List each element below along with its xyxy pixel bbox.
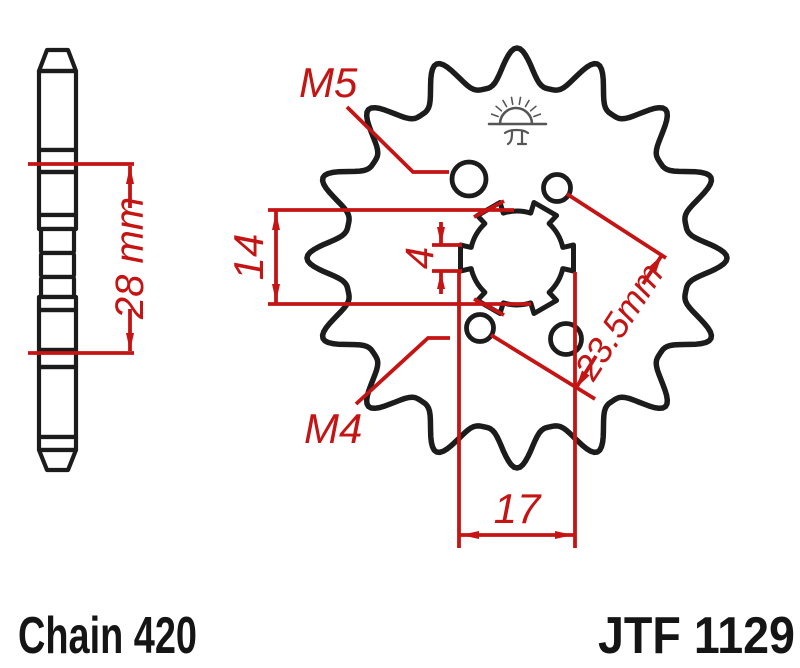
m5-label: M5 [299, 59, 358, 106]
arrowhead-down [437, 227, 445, 244]
hatch-block [36, 169, 79, 218]
arrowhead-down-left [576, 370, 590, 388]
dim-17-label: 17 [494, 485, 542, 532]
gear-teeth-outline [304, 45, 730, 471]
jt-rising-sun-logo-icon [487, 96, 548, 146]
m5-leader-line [345, 105, 449, 174]
part-number-label: JTF 1129 [598, 607, 795, 665]
bolt-hole-m5-top-left [449, 159, 489, 199]
arrowhead-down [272, 284, 280, 302]
side-view-top-cap [36, 47, 79, 74]
logo-sun-rays [490, 96, 542, 118]
bolt-hole-m4-bottom-left [464, 312, 496, 344]
footer: Chain 420 JTF 1129 [18, 607, 795, 665]
side-view-band [36, 147, 79, 175]
hatch-block [36, 307, 79, 353]
dim-17: 17 [457, 272, 577, 548]
dim-28mm: 28 mm [28, 162, 152, 355]
dim-14: 14 [225, 199, 531, 317]
dim-23-5-extension-top [565, 192, 668, 260]
dim-14-notch-tick-bottom [473, 297, 505, 317]
dim-23-5mm: 23.5mm [490, 192, 671, 401]
logo-jt-mark [503, 128, 530, 146]
arrowhead-up [126, 166, 134, 184]
front-view [304, 45, 730, 471]
bolt-hole-m4-top-right [541, 172, 573, 204]
dim-14-notch-tick-top [473, 199, 505, 219]
bolt-hole-m5-bottom-right [548, 321, 584, 357]
side-section-view [36, 47, 79, 473]
hatch-block [36, 364, 79, 440]
side-view-bottom-cap [36, 447, 79, 473]
chain-size-label: Chain 420 [18, 607, 197, 665]
dim-4-label: 4 [398, 247, 442, 269]
label-m4: M4 [304, 336, 450, 452]
logo-sun-arc [498, 106, 534, 126]
spline-bore-outline [458, 200, 576, 316]
arrowhead-left [461, 531, 479, 539]
dim-28mm-label: 28 mm [108, 197, 152, 320]
chain-roller [38, 226, 77, 256]
dim-14-label: 14 [225, 234, 272, 281]
arrowhead-right [555, 531, 573, 539]
arrowhead-up [437, 272, 445, 289]
arrowhead-up [272, 212, 280, 230]
m4-leader-line [354, 336, 450, 406]
arrowhead-down [126, 333, 134, 351]
dimensions: 28 mm 14 4 [28, 59, 671, 548]
arrowhead-up-right [648, 255, 662, 273]
chain-roller [38, 274, 77, 300]
dim-4: 4 [398, 222, 462, 294]
chain-roller [38, 250, 77, 280]
label-m5: M5 [299, 59, 449, 174]
m4-label: M4 [304, 405, 362, 452]
hatch-block [36, 68, 79, 153]
